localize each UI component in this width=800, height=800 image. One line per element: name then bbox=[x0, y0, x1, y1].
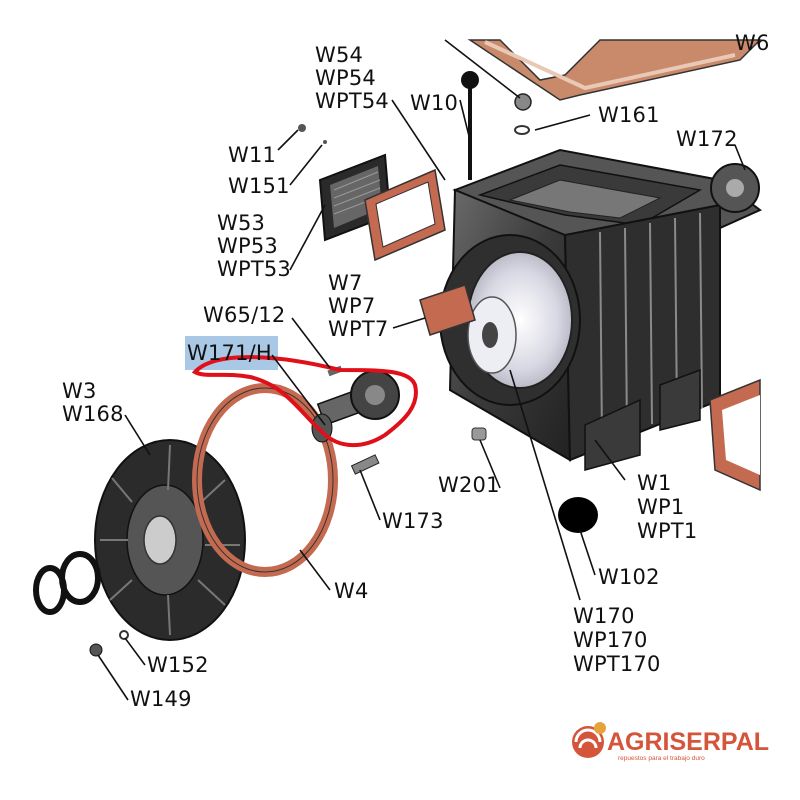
label-w201: W201 bbox=[438, 473, 500, 497]
logo-tagline: repuestos para el trabajo duro bbox=[618, 755, 705, 762]
pump-body bbox=[419, 148, 762, 471]
leader-lines bbox=[97, 39, 746, 701]
label-w102: W102 bbox=[598, 565, 660, 589]
side-cover bbox=[298, 124, 446, 262]
label-w53: W53 bbox=[217, 211, 265, 235]
label-w152: W152 bbox=[147, 653, 209, 677]
small-parts bbox=[89, 427, 598, 657]
label-w149: W149 bbox=[130, 687, 192, 711]
label-wp54: WP54 bbox=[315, 66, 376, 90]
label-wp170: WP170 bbox=[573, 628, 648, 652]
right-gasket-partial bbox=[709, 378, 761, 492]
impeller bbox=[710, 163, 760, 213]
part-labels: W54 WP54 WPT54 W10 W161 W172 W6 W11 W151… bbox=[62, 31, 770, 711]
label-wp7: WP7 bbox=[328, 294, 375, 318]
label-w3: W3 bbox=[62, 379, 97, 403]
o-rings bbox=[33, 551, 101, 615]
label-wp53: WP53 bbox=[217, 234, 278, 258]
label-w65-12: W65/12 bbox=[203, 303, 285, 327]
label-w171-h: W171/H bbox=[187, 341, 272, 365]
label-w11: W11 bbox=[228, 143, 276, 167]
label-w151: W151 bbox=[228, 174, 290, 198]
red-circle-annotation bbox=[191, 355, 418, 448]
label-w6-partial: W6 bbox=[735, 31, 770, 55]
label-w161: W161 bbox=[598, 103, 660, 127]
label-wpt54: WPT54 bbox=[315, 89, 389, 113]
logo-name: AGRISERPAL bbox=[607, 728, 769, 756]
agriserpal-logo: AGRISERPAL repuestos para el trabajo dur… bbox=[572, 722, 769, 762]
round-gasket bbox=[192, 383, 338, 577]
label-w54: W54 bbox=[315, 43, 363, 67]
label-wpt53: WPT53 bbox=[217, 257, 291, 281]
top-gasket bbox=[467, 39, 762, 101]
rear-flange bbox=[94, 439, 246, 641]
label-wpt1: WPT1 bbox=[637, 519, 697, 543]
logo-mark-icon bbox=[572, 722, 606, 758]
label-w10: W10 bbox=[410, 91, 458, 115]
label-w172: W172 bbox=[676, 127, 738, 151]
shaft-part bbox=[311, 365, 400, 443]
label-wpt170: WPT170 bbox=[573, 652, 661, 676]
dipstick bbox=[461, 71, 532, 180]
label-w168: W168 bbox=[62, 402, 124, 426]
label-wp1: WP1 bbox=[637, 495, 684, 519]
label-wpt7: WPT7 bbox=[328, 317, 388, 341]
label-highlight bbox=[185, 336, 278, 370]
label-w173: W173 bbox=[382, 509, 444, 533]
label-w1: W1 bbox=[637, 471, 672, 495]
label-w7: W7 bbox=[328, 271, 363, 295]
label-w170: W170 bbox=[573, 604, 635, 628]
label-w4: W4 bbox=[334, 579, 369, 603]
